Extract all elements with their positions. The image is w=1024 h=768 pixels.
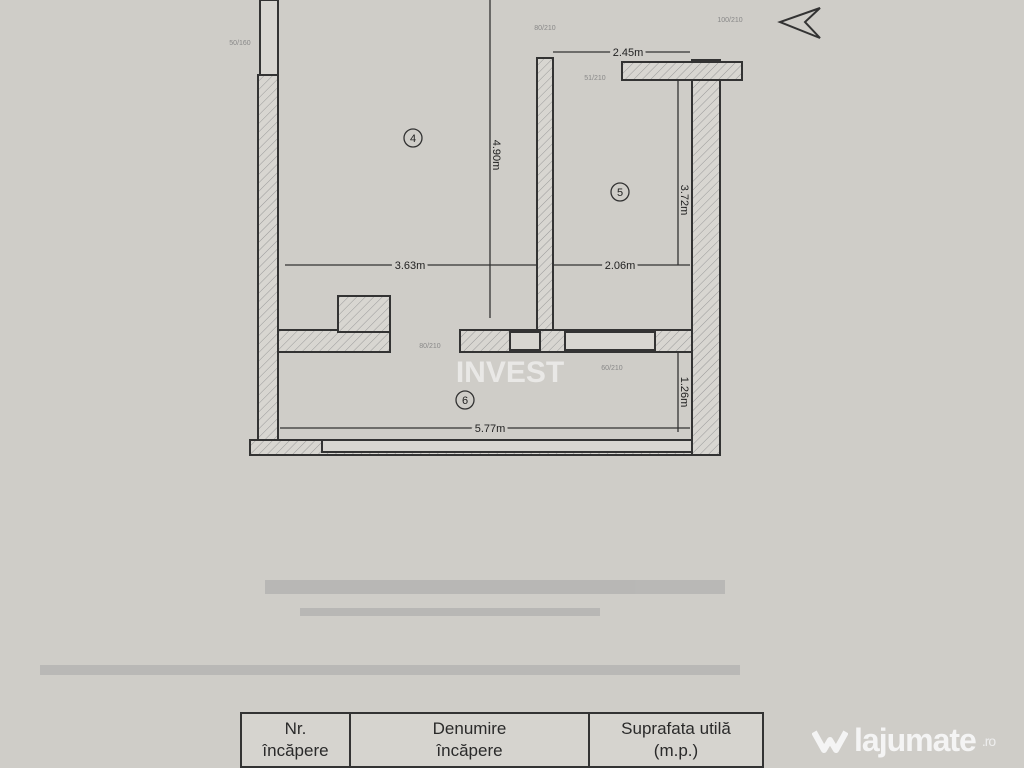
opening-door-mid: 80/210 [419, 343, 441, 350]
room-number-4: 4 [410, 133, 416, 145]
chimney [337, 295, 391, 333]
dimension-lines [280, 0, 821, 432]
logo-text: lajumate [854, 722, 977, 758]
dim-363: 3.63m [395, 260, 426, 272]
dim-577: 5.77m [475, 423, 506, 435]
logo-tld: .ro [981, 732, 996, 749]
left-wall [257, 74, 279, 454]
opening-door-right: 100/210 [717, 17, 742, 24]
walls [249, 0, 743, 456]
lajumate-logo-icon [812, 730, 848, 753]
opening-door-right2: 60/210 [601, 365, 623, 372]
header-suprafata: Suprafata utilă(m.p.) [588, 712, 764, 768]
room-number-6: 6 [462, 395, 468, 407]
right-wall [691, 59, 721, 456]
room-number-5: 5 [617, 187, 623, 199]
watermark: INVEST [456, 356, 564, 389]
north-arrow-icon [777, 7, 821, 39]
window-bottom [321, 439, 693, 453]
opening-window-left: 50/160 [229, 40, 251, 47]
dim-126: 1.26m [678, 377, 690, 408]
header-nr: Nr.încăpere [240, 712, 351, 768]
opening-door-room5: 51/210 [584, 75, 606, 82]
partition-4-5 [536, 57, 554, 334]
bottom-left-wall [277, 329, 391, 353]
window-left [259, 0, 279, 76]
opening-door-top: 80/210 [534, 25, 556, 32]
dim-490: 4.90m [490, 140, 502, 171]
dim-206: 2.06m [605, 260, 636, 272]
top-right-wall [621, 61, 743, 81]
dim-245: 2.45m [613, 47, 644, 59]
dim-372: 3.72m [678, 185, 690, 216]
lajumate-logo: lajumate .ro [812, 722, 996, 759]
